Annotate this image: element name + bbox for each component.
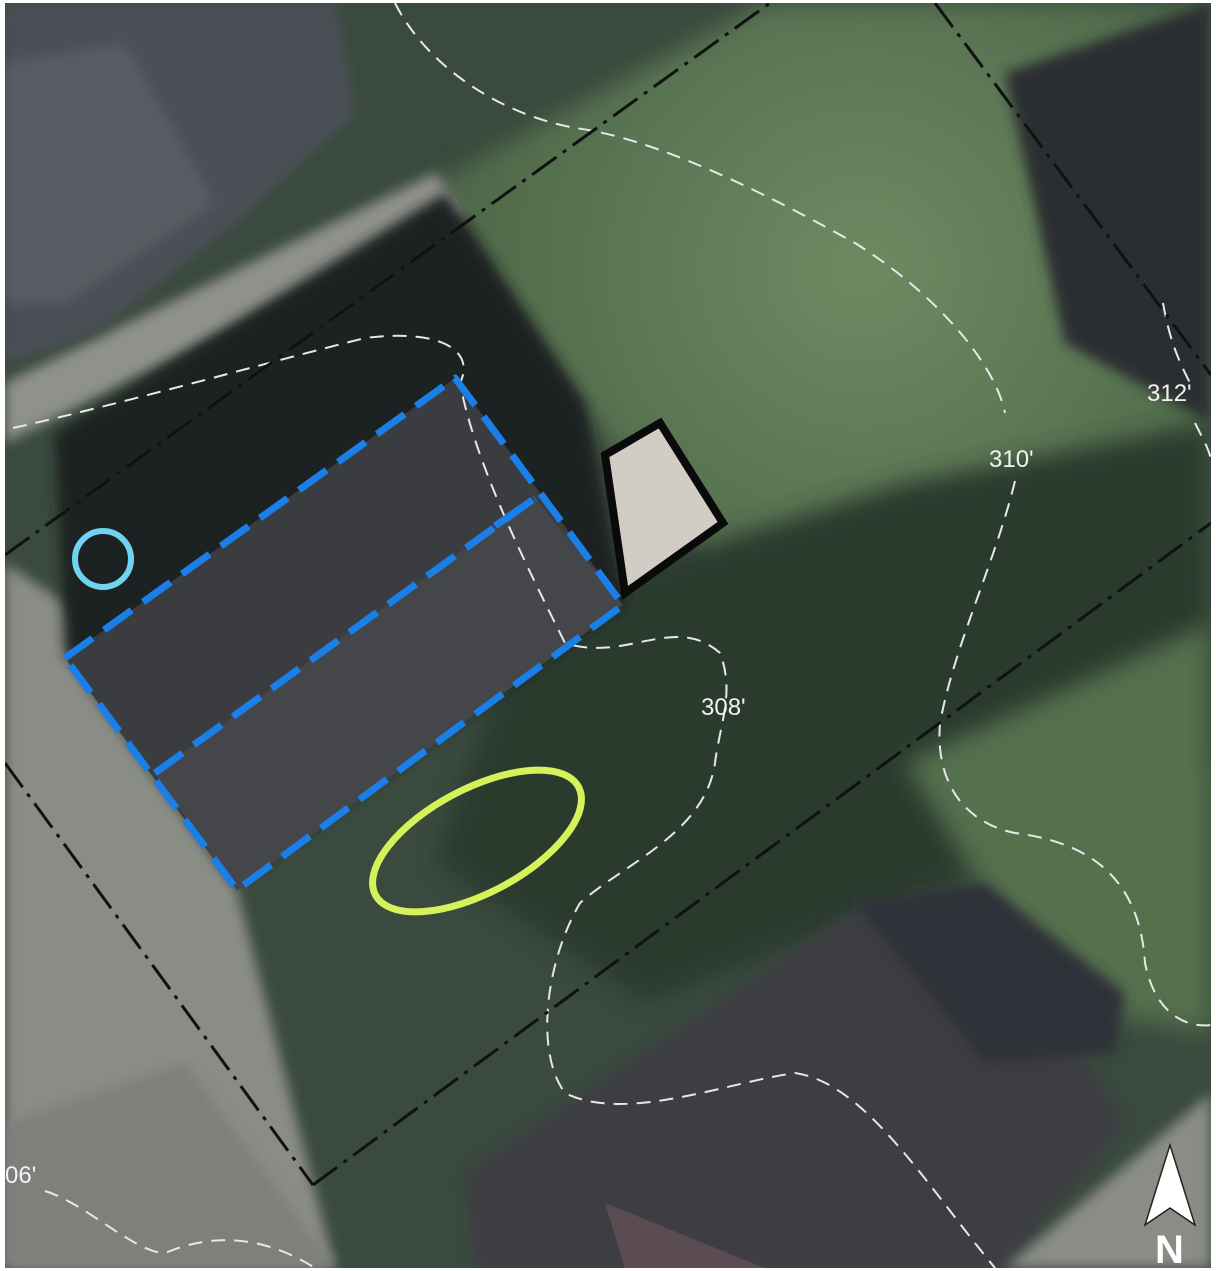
building-bay-line	[492, 495, 538, 529]
north-arrow: N	[1143, 1142, 1197, 1268]
contour-line-top	[394, 3, 1006, 414]
marker-ellipse[interactable]	[351, 741, 603, 941]
contour-line-308	[12, 334, 996, 1268]
contour-label-306: 06'	[5, 1162, 36, 1189]
property-line-bottom	[312, 521, 1211, 1187]
building-ridge-line	[152, 495, 538, 776]
property-line-right	[933, 3, 1211, 376]
property-line-top	[5, 3, 771, 557]
contour-line-312	[1162, 302, 1211, 464]
contour-label-308: 308'	[701, 694, 746, 721]
building-footprint-outline[interactable]	[61, 374, 627, 894]
aerial-imagery	[5, 3, 1211, 1268]
contour-label-312: 312'	[1147, 380, 1192, 407]
marker-circle[interactable]	[72, 528, 134, 590]
north-arrow-letter: N	[1155, 1228, 1184, 1268]
property-line-left	[5, 762, 315, 1186]
contour-line-310	[938, 480, 1211, 1027]
contour-label-310: 310'	[989, 446, 1034, 473]
property-lines	[5, 3, 1211, 1187]
contour-lines	[12, 3, 1211, 1268]
aerial-site-map[interactable]: 06' 308' 310' 312' N	[5, 3, 1211, 1268]
north-arrow-icon	[1143, 1142, 1197, 1227]
